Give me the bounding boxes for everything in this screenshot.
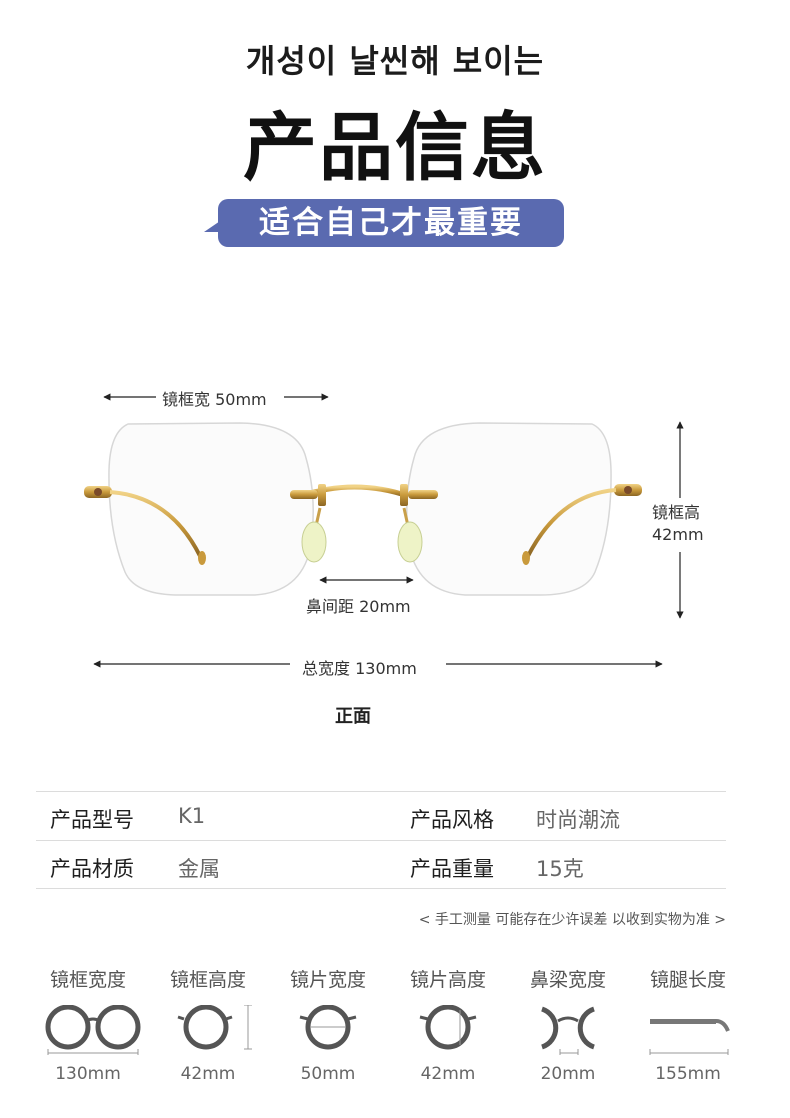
left-bridge-clamp <box>290 490 318 499</box>
measurement-label: 镜腿长度 <box>649 969 726 991</box>
right-nose-pad <box>397 521 423 563</box>
total-width-label: 总宽度 130mm <box>302 655 417 679</box>
measurement-label: 镜框宽度 <box>49 969 126 991</box>
korean-headline: 개성이 날씬해 보이는 <box>245 42 545 80</box>
lens-height-icon <box>419 1005 477 1050</box>
measurement-label: 镜片高度 <box>409 969 486 991</box>
spec-value: 金属 <box>178 857 220 881</box>
frame-width-label: 镜框宽 50mm <box>162 386 267 410</box>
measurement-item: 镜框宽度 130mm <box>28 965 148 1095</box>
measurement-value: 130mm <box>55 1064 121 1084</box>
slogan-text: 适合自己才最重要 <box>218 199 564 247</box>
measurement-item: 镜片高度 42mm <box>388 965 508 1095</box>
temple-length-icon <box>649 1019 730 1055</box>
spec-label: 产品风格 <box>410 808 494 832</box>
lens-width-icon <box>299 1005 357 1050</box>
spec-label: 产品型号 <box>50 808 134 832</box>
measurement-note: < 手工测量 可能存在少许误差 以收到实物为准 > <box>418 912 726 928</box>
measurement-value: 42mm <box>180 1064 236 1084</box>
view-label: 正面 <box>335 706 371 727</box>
measurement-label: 镜片宽度 <box>289 969 366 991</box>
spec-value: 15克 <box>536 857 584 881</box>
full-frame-width-icon <box>45 1005 141 1055</box>
measurement-label: 镜框高度 <box>169 969 246 991</box>
bridge-width-icon <box>541 1006 595 1055</box>
right-lens <box>406 422 612 596</box>
table-row: 产品材质 金属 产品重量 15克 <box>36 840 726 889</box>
table-row: 产品型号 K1 产品风格 时尚潮流 <box>36 791 726 840</box>
nose-distance-label: 鼻间距 20mm <box>306 593 411 617</box>
measurement-value: 155mm <box>655 1064 721 1084</box>
measurement-item: 镜片宽度 50mm <box>268 965 388 1095</box>
spec-label: 产品重量 <box>410 857 494 881</box>
total-width-lines <box>93 660 663 668</box>
measurement-label: 鼻梁宽度 <box>529 969 606 991</box>
right-bridge-clamp <box>408 490 438 499</box>
frame-height-icon <box>177 1005 252 1050</box>
left-lens <box>108 422 314 596</box>
spec-value: 时尚潮流 <box>536 808 620 832</box>
frame-height-label: 镜框高 42mm <box>652 502 704 546</box>
left-temple <box>109 490 202 557</box>
glasses-front-illustration <box>84 393 684 619</box>
measurement-value: 42mm <box>420 1064 476 1084</box>
measurement-item: 镜腿长度 155mm <box>628 965 748 1095</box>
left-nose-pad <box>301 521 327 563</box>
measurement-item: 镜框高度 42mm <box>148 965 268 1095</box>
measurement-value: 50mm <box>300 1064 356 1084</box>
measurement-item: 鼻梁宽度 20mm <box>508 965 628 1095</box>
measurement-value: 20mm <box>540 1064 596 1084</box>
right-temple <box>526 488 617 557</box>
spec-table: 产品型号 K1 产品风格 时尚潮流 产品材质 金属 产品重量 15克 <box>36 791 726 889</box>
slogan-banner: 适合自己才最重要 <box>204 199 564 247</box>
page-title: 产品信息 <box>243 105 547 191</box>
spec-label: 产品材质 <box>50 857 134 881</box>
spec-value: K1 <box>178 804 206 828</box>
